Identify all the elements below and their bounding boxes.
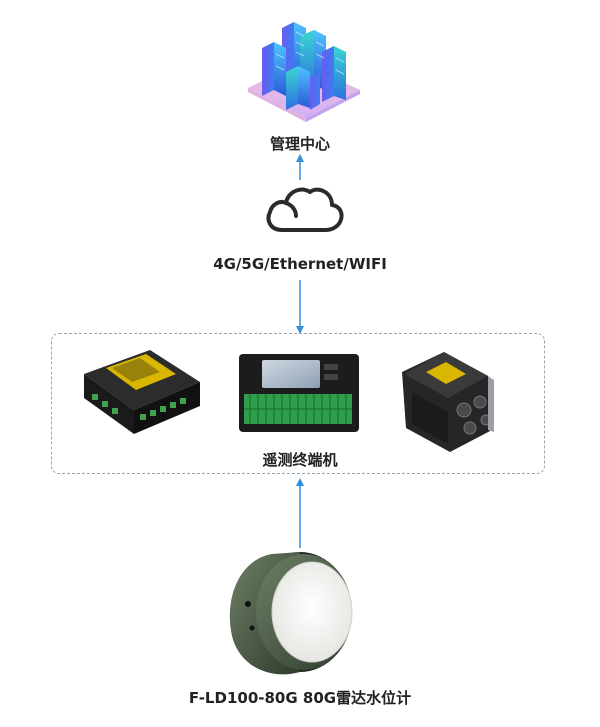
network-label: 4G/5G/Ethernet/WIFI [213, 255, 387, 273]
rtu-compact-device [402, 352, 494, 452]
radar-level-sensor-icon [229, 552, 353, 675]
cloud-icon [266, 187, 344, 232]
arrow-network-to-center [296, 154, 304, 180]
city-buildings-icon [248, 22, 360, 122]
telemetry-terminal-group [51, 333, 545, 474]
rtu-box-device [84, 350, 200, 434]
arrow-terminal-to-network [296, 280, 304, 334]
rtu-panel-device [239, 354, 359, 432]
arrow-sensor-to-terminal [296, 478, 304, 548]
sensor-label: F-LD100-80G 80G雷达水位计 [188, 689, 412, 707]
telemetry-terminal-label: 遥测终端机 [262, 451, 338, 469]
management-center-label: 管理中心 [269, 135, 330, 153]
